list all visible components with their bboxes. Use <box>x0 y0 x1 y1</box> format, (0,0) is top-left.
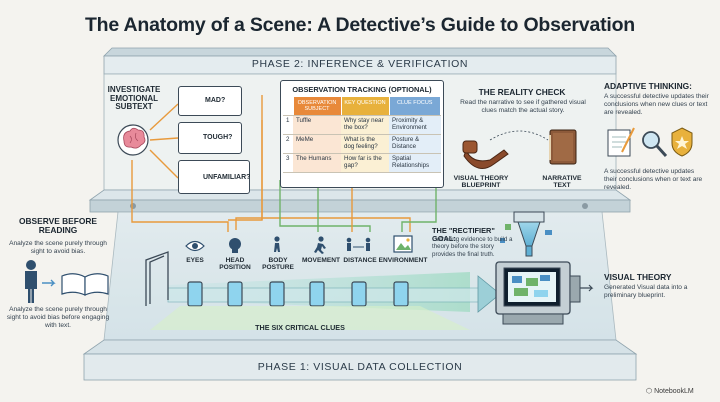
tracking-panel: OBSERVATION TRACKING (OPTIONAL) OBSERVAT… <box>280 80 444 188</box>
brand-logo: ⬡ NotebookLM <box>646 387 694 395</box>
clue-label-movement: MOVEMENT <box>301 257 341 264</box>
observe-desc: Analyze the scene purely through sight t… <box>9 240 107 255</box>
table-row: 1 Tuffle Why stay near the box? Proximit… <box>283 115 441 136</box>
adaptive-desc-2: A successful detective updates their con… <box>604 168 703 191</box>
rectifier-funnel <box>500 211 552 257</box>
middle-slab <box>88 189 632 213</box>
tracking-table: OBSERVATION SUBJECT KEY QUESTION CLUE FO… <box>283 97 441 173</box>
phase2-banner: PHASE 2: INFERENCE & VERIFICATION <box>251 58 469 70</box>
row-index: 1 <box>283 115 293 136</box>
emotion-box-tough: TOUGH? <box>178 122 242 154</box>
table-row: 3 The Humans How far is the gap? Spatial… <box>283 153 441 173</box>
clue-label-posture: BODY POSTURE <box>262 257 294 272</box>
head-icon <box>229 238 241 253</box>
reality-desc: Read the narrative to see if gathered vi… <box>460 99 586 114</box>
tracking-header-focus: CLUE FOCUS <box>389 97 441 117</box>
investigate-label: INVESTIGATE EMOTIONAL SUBTEXT <box>107 85 161 112</box>
reality-title: THE REALITY CHECK <box>478 87 566 97</box>
row-focus: Posture & Distance <box>389 134 441 155</box>
eye-icon <box>185 240 205 252</box>
row-question: What is the dog feeling? <box>341 134 389 155</box>
tracking-title: OBSERVATION TRACKING (OPTIONAL) <box>292 85 432 94</box>
emotion-label-mad: MAD? <box>205 97 226 104</box>
magnifier-icon <box>642 131 668 158</box>
clue-label-distance: DISTANCE <box>343 257 377 264</box>
tracking-header-subject: OBSERVATION SUBJECT <box>293 97 342 117</box>
connector-lines <box>131 95 437 232</box>
clue-label-environment: ENVIRONMENT <box>378 257 428 264</box>
adaptive-desc: A successful detective updates their con… <box>604 93 709 116</box>
observe-desc-2: Analyze the scene purely through sight t… <box>6 306 110 329</box>
phase1-banner: PHASE 1: VISUAL DATA COLLECTION <box>257 361 463 373</box>
row-question: How far is the gap? <box>341 153 389 173</box>
open-book-icon <box>61 273 109 296</box>
row-subject: The Humans <box>293 153 341 173</box>
row-index: 3 <box>283 153 293 173</box>
row-index: 2 <box>283 134 293 155</box>
narrative-label: NARRATIVE TEXT <box>542 175 582 190</box>
entry-doorway <box>145 251 169 306</box>
conveyor-arrow <box>167 287 502 303</box>
tracking-header-index <box>283 97 294 117</box>
tracking-header-question: KEY QUESTION <box>341 97 390 117</box>
clue-lenses <box>187 281 409 307</box>
movement-icon <box>314 236 326 254</box>
row-focus: Spatial Relationships <box>389 153 441 173</box>
row-subject: Tuffle <box>293 115 341 136</box>
table-row: 2 MeMe What is the dog feeling? Posture … <box>283 134 441 155</box>
rectifier-desc: Gathering evidence to build a theory bef… <box>432 236 513 258</box>
clue-label-eyes: EYES <box>186 257 204 264</box>
blueprint-label: VISUAL THEORY BLUEPRINT <box>453 175 509 190</box>
observe-title: OBSERVE BEFORE READING <box>18 216 98 236</box>
environment-icon <box>393 235 413 253</box>
row-question: Why stay near the box? <box>341 115 389 136</box>
six-clues-caption: THE SIX CRITICAL CLUES <box>255 323 345 332</box>
emotion-box-unfamiliar: UNFAMILIAR? <box>178 160 250 194</box>
observe-arrow <box>42 279 56 287</box>
pipe-icon <box>462 140 509 169</box>
brand-icon: ⬡ <box>646 388 655 395</box>
book-icon <box>549 129 577 165</box>
brain-icon <box>117 124 149 156</box>
distance-icon <box>346 237 371 251</box>
page-title: The Anatomy of a Scene: A Detective’s Gu… <box>84 14 636 36</box>
visual-theory-machine <box>495 261 594 325</box>
body-posture-icon <box>274 236 280 252</box>
clue-label-head: HEAD POSITION <box>219 257 251 272</box>
visual-theory-desc: Generated Visual data into a preliminary… <box>604 284 688 299</box>
brand-name: NotebookLM <box>654 388 694 395</box>
adaptive-title: ADAPTIVE THINKING: <box>604 81 692 91</box>
emotion-box-mad: MAD? <box>178 86 242 116</box>
row-focus: Proximity & Environment <box>389 115 441 136</box>
badge-icon <box>671 127 693 157</box>
visual-theory-title: VISUAL THEORY <box>604 272 672 282</box>
phase2-roof <box>103 47 617 75</box>
emotion-label-unfamiliar: UNFAMILIAR? <box>203 174 251 181</box>
notepad-icon <box>607 127 635 157</box>
row-subject: MeMe <box>293 134 341 155</box>
rectifier-title: THE "RECTIFIER" GOAL: <box>432 226 495 244</box>
emotion-label-tough: TOUGH? <box>203 134 233 141</box>
observer-icon <box>25 260 37 303</box>
